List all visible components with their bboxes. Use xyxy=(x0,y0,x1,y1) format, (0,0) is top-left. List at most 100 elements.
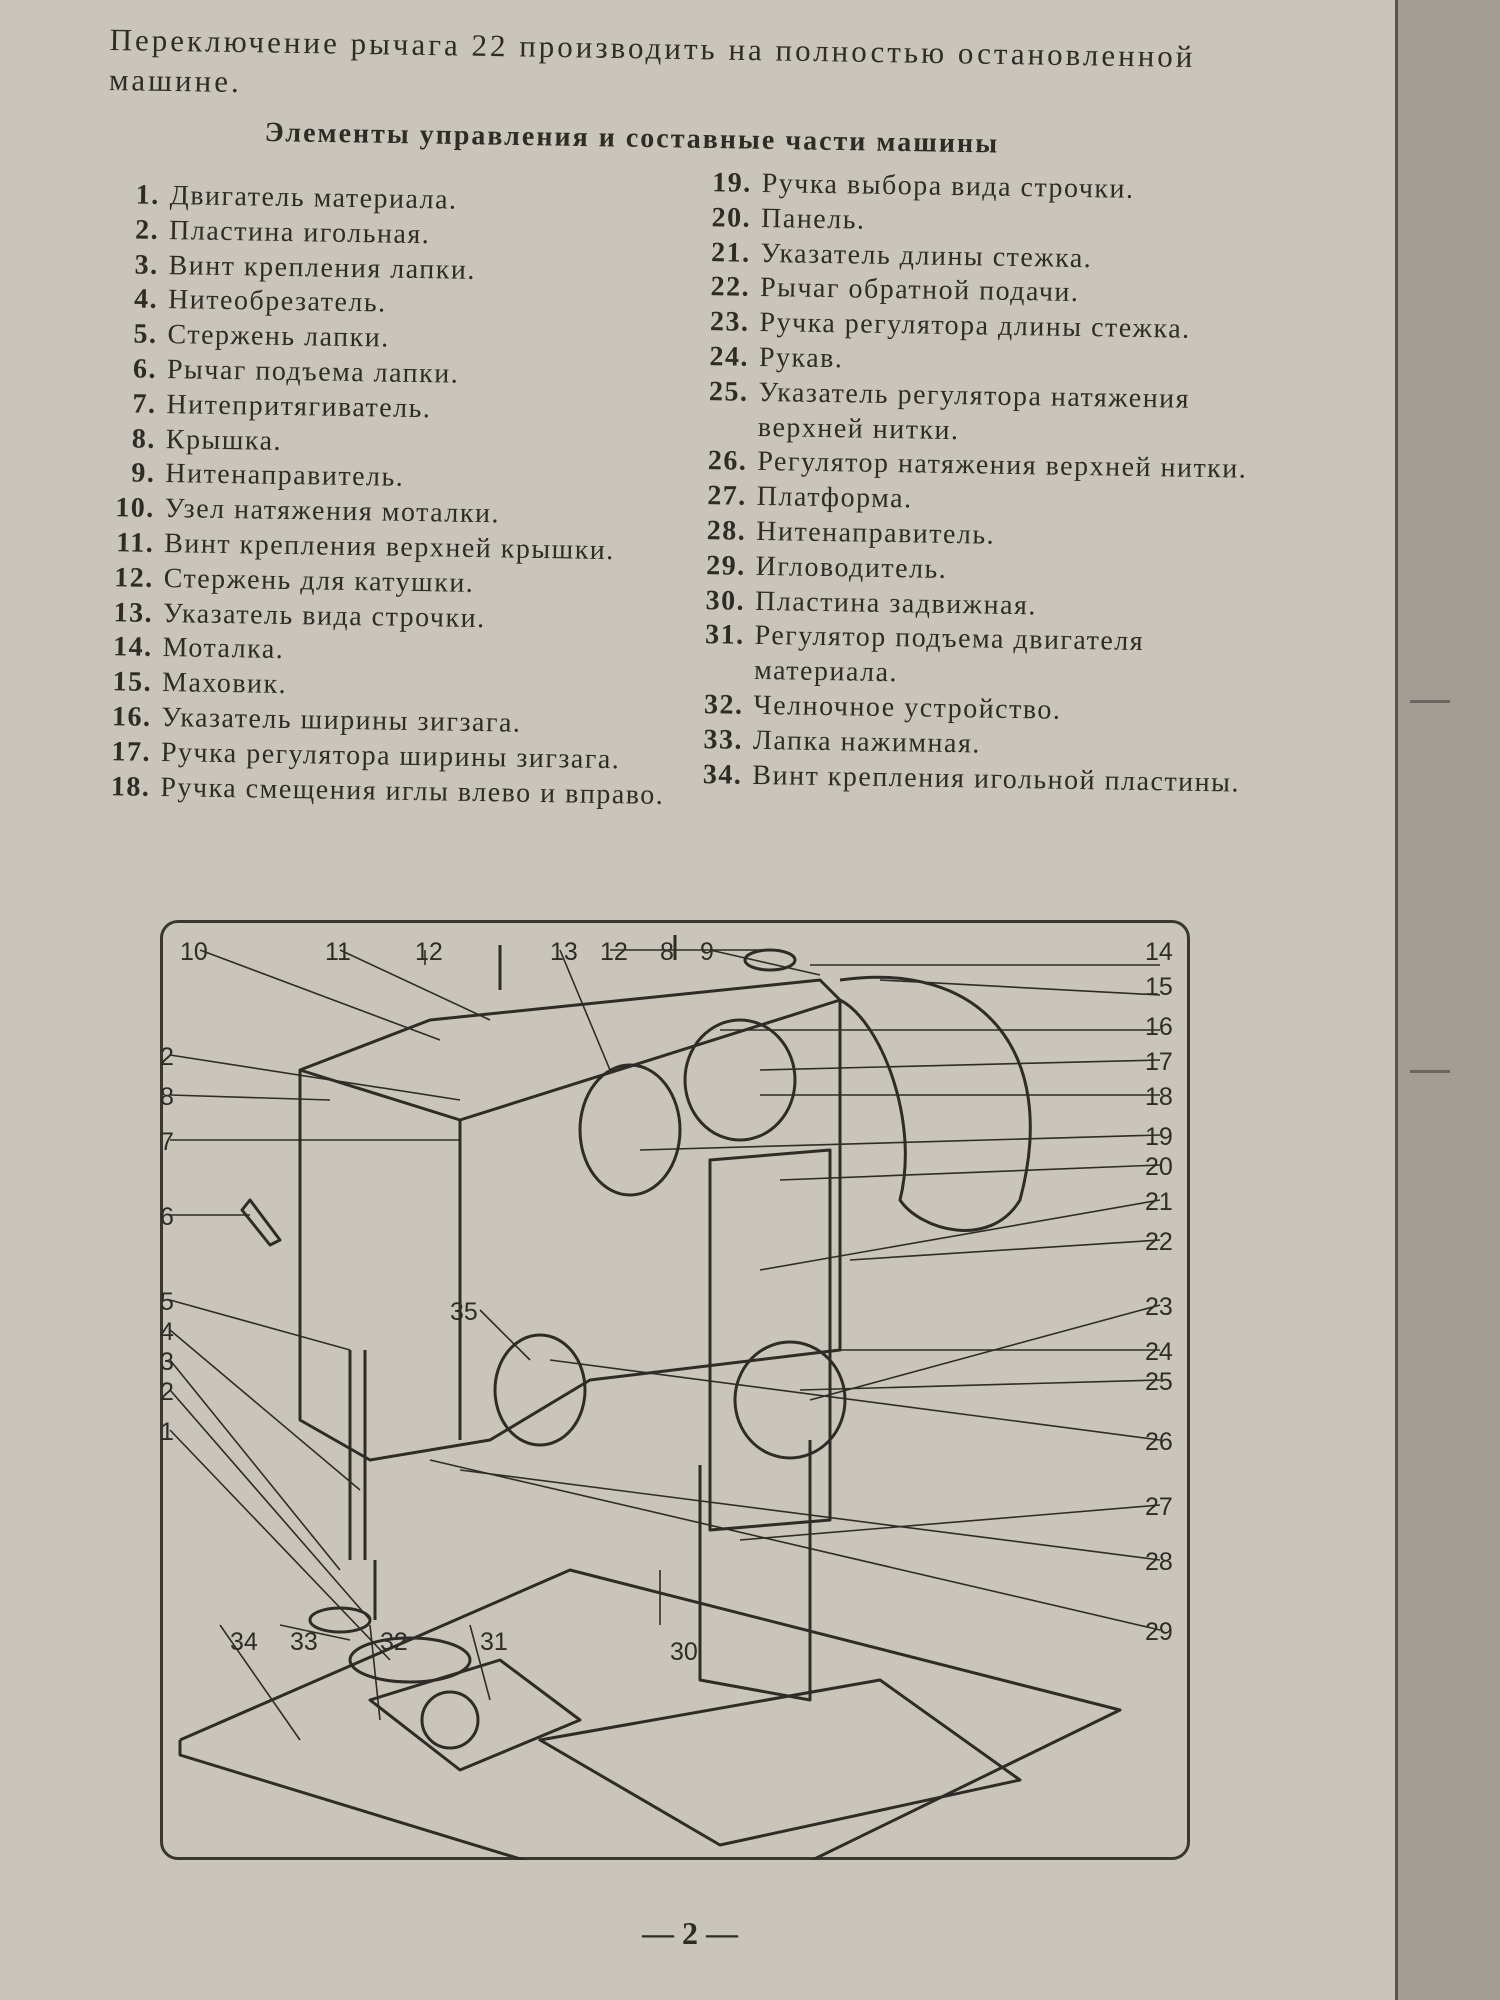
legend-number: 7. xyxy=(132,388,157,420)
label-27: 27 xyxy=(1145,1493,1173,1521)
label-19: 19 xyxy=(1145,1123,1173,1151)
label-12b: 12 xyxy=(600,938,628,966)
label-2-left: 2 xyxy=(160,1043,174,1071)
legend-number: 17. xyxy=(111,736,152,768)
legend-number: 21. xyxy=(710,236,751,269)
machine-drawing xyxy=(178,935,1122,1860)
adjacent-page-edge xyxy=(1395,0,1500,2000)
arm-column xyxy=(698,1440,812,1702)
label-13: 13 xyxy=(550,938,578,966)
needle-plate xyxy=(348,1636,472,1684)
label-34: 34 xyxy=(230,1628,258,1656)
legend-number: 30. xyxy=(705,584,746,617)
label-9: 9 xyxy=(700,938,714,966)
legend-number: 29. xyxy=(705,549,746,582)
legend-text: Ручка смещения иглы влево и вправо. xyxy=(160,771,665,811)
tension-dial xyxy=(493,1333,587,1447)
label-35: 35 xyxy=(450,1298,478,1326)
legend-number: 9. xyxy=(131,457,156,490)
label-23: 23 xyxy=(1145,1293,1173,1321)
intro-text: Переключение рычага 22 производить на по… xyxy=(108,21,1196,100)
label-8-left: 8 xyxy=(160,1083,174,1111)
handwheel xyxy=(839,975,1032,1232)
legend-text: Регулятор подъема двигателя материала. xyxy=(753,620,1145,689)
legend-text: Указатель регулятора натяжения верхней н… xyxy=(757,376,1191,446)
callout-labels: 10 11 12 13 12 8 9 2 8 7 6 5 4 3 2 1 14 … xyxy=(160,938,1173,1666)
legend-number: 5. xyxy=(133,318,158,351)
label-15: 15 xyxy=(1145,973,1173,1001)
label-3: 3 xyxy=(160,1348,174,1376)
label-14: 14 xyxy=(1145,938,1173,966)
page-number: — 2 — xyxy=(642,1915,738,1951)
legend-number: 23. xyxy=(709,306,750,338)
legend-number: 19. xyxy=(711,167,752,199)
arm-body xyxy=(298,978,842,1462)
label-16: 16 xyxy=(1145,1013,1173,1041)
legend-number: 24. xyxy=(709,341,750,373)
legend-number: 6. xyxy=(132,353,158,385)
label-4: 4 xyxy=(160,1318,174,1346)
panel-outline xyxy=(708,1148,832,1532)
legend-number: 20. xyxy=(711,201,752,234)
legend-number: 1. xyxy=(135,179,160,211)
presser-lever xyxy=(240,1198,282,1247)
section-heading: Элементы управления и составные части ма… xyxy=(264,117,1000,160)
label-32: 32 xyxy=(380,1628,408,1656)
legend-number: 32. xyxy=(703,689,744,721)
legend-number: 22. xyxy=(710,271,751,304)
legend-number: 13. xyxy=(113,596,154,629)
legend-number: 11. xyxy=(116,527,155,559)
label-1: 1 xyxy=(160,1418,174,1446)
label-31: 31 xyxy=(480,1628,508,1656)
label-25: 25 xyxy=(1145,1368,1173,1396)
platform-edge xyxy=(178,1740,529,1860)
label-29: 29 xyxy=(1145,1618,1173,1646)
legend-left-column: 1.Двигатель материала.2.Пластина игольна… xyxy=(90,178,700,814)
stitch-dial xyxy=(578,1063,682,1197)
legend-item: 25.Указатель регулятора натяжения верхне… xyxy=(696,375,1297,454)
label-11: 11 xyxy=(325,938,351,966)
label-12a: 12 xyxy=(415,938,443,966)
label-21: 21 xyxy=(1145,1188,1173,1216)
legend-number: 31. xyxy=(704,619,745,652)
label-22: 22 xyxy=(1145,1228,1173,1256)
legend-number: 16. xyxy=(111,701,152,733)
legend-number: 28. xyxy=(706,515,747,547)
legend-number: 4. xyxy=(133,283,159,316)
legend-number: 33. xyxy=(703,723,744,756)
label-33: 33 xyxy=(290,1628,318,1656)
legend-number: 34. xyxy=(702,758,743,791)
legend-number: 25. xyxy=(708,375,749,408)
label-17: 17 xyxy=(1145,1048,1173,1076)
sewing-machine-diagram: 10 11 12 13 12 8 9 2 8 7 6 5 4 3 2 1 14 … xyxy=(160,935,1173,1860)
legend-number: 27. xyxy=(707,480,748,512)
needle-bar xyxy=(348,1350,377,1620)
presser-foot xyxy=(308,1606,372,1634)
label-30: 30 xyxy=(670,1638,698,1666)
legend-number: 3. xyxy=(134,249,159,281)
label-18: 18 xyxy=(1145,1083,1173,1111)
spool-pins xyxy=(498,935,677,990)
legend-text: Винт крепления игольной пластины. xyxy=(752,759,1241,799)
leader-lines xyxy=(169,949,1161,1741)
label-5: 5 xyxy=(160,1288,174,1316)
legend-number: 2. xyxy=(134,214,160,246)
legend-right-column: 19.Ручка выбора вида строчки.20.Панель.2… xyxy=(690,166,1300,802)
figure-frame xyxy=(160,920,1190,1860)
legend-item: 31.Регулятор подъема двигателя материала… xyxy=(692,618,1293,697)
zigzag-dial xyxy=(683,1018,797,1142)
label-7: 7 xyxy=(160,1128,174,1156)
shuttle xyxy=(420,1690,480,1750)
label-26: 26 xyxy=(1145,1428,1173,1456)
page-edge-mark xyxy=(1410,700,1450,703)
legend-number: 26. xyxy=(707,445,748,478)
legend-number: 15. xyxy=(112,666,153,699)
label-24: 24 xyxy=(1145,1338,1173,1366)
legend-number: 8. xyxy=(131,423,157,455)
label-10: 10 xyxy=(180,938,208,966)
stitch-length-dial xyxy=(733,1340,847,1460)
sliding-plate xyxy=(538,1678,1022,1847)
page-edge-mark xyxy=(1410,1070,1450,1073)
legend-number: 18. xyxy=(110,770,151,803)
label-2: 2 xyxy=(160,1378,174,1406)
